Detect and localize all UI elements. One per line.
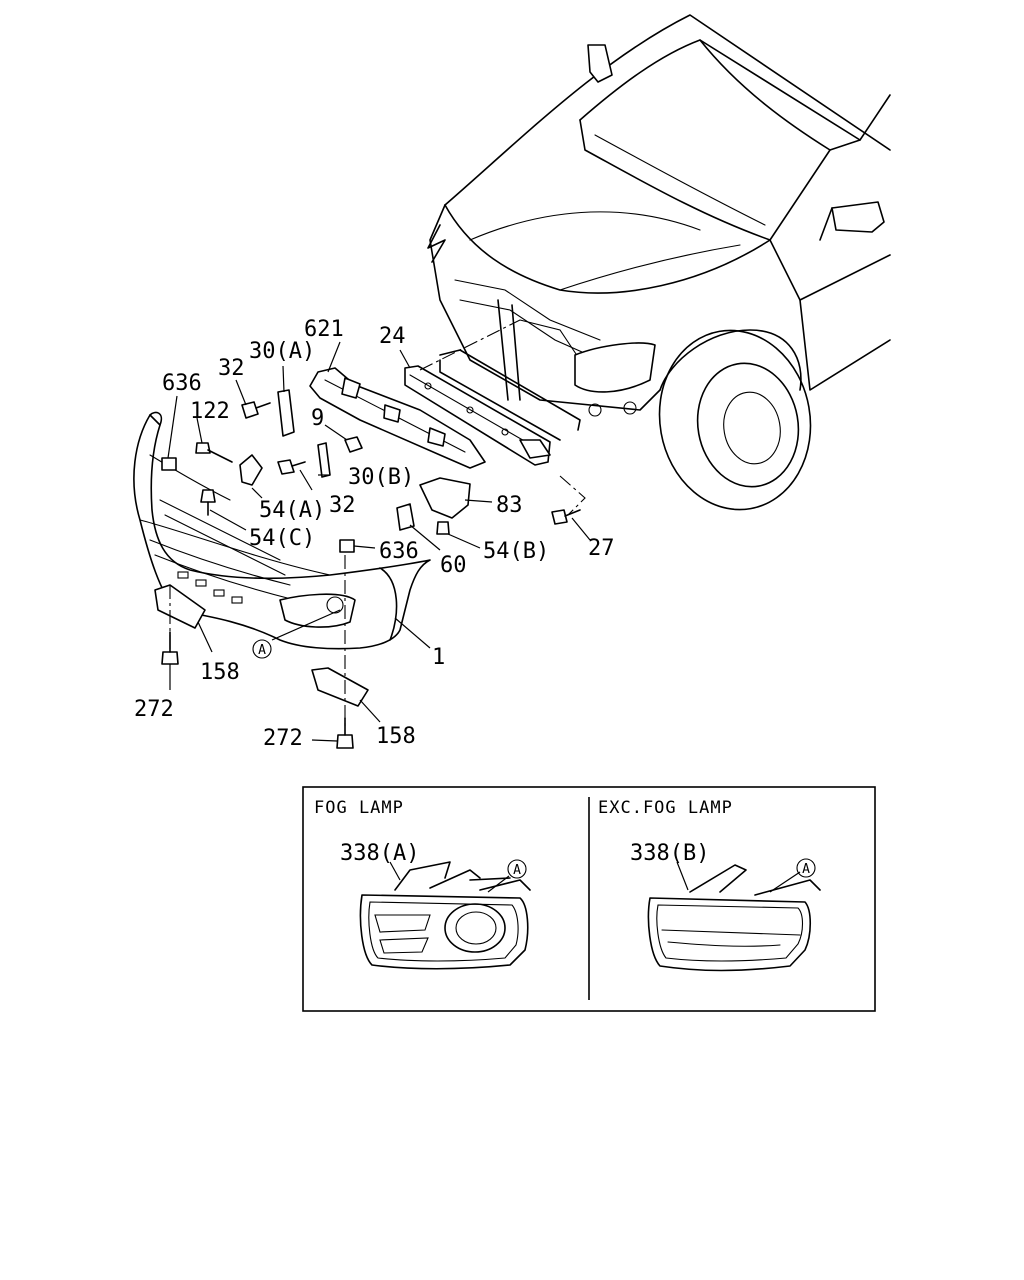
ref-a-label: A [258, 643, 266, 658]
inset-ref-a-left-label: A [513, 863, 521, 878]
callout-621: 621 [304, 317, 344, 342]
callout-60: 60 [440, 553, 467, 578]
inset-left-title: FOG LAMP [314, 798, 404, 818]
callout-9: 9 [311, 406, 324, 431]
callout-158-lower: 158 [376, 724, 416, 749]
ref-circle-a [252, 639, 272, 659]
inset-box: FOG LAMP EXC.FOG LAMP 338(A) 338(B) A [302, 786, 876, 1012]
part-158-deflectors [154, 584, 369, 749]
exc-fog-lamp-bezel: A [647, 858, 821, 972]
callout-636-center: 636 [379, 539, 419, 564]
part-621-absorber [309, 367, 486, 469]
callout-83: 83 [496, 493, 523, 518]
callout-32-upper: 32 [218, 356, 245, 381]
assembly-lines [169, 319, 586, 735]
callout-54b: 54(B) [483, 539, 549, 564]
callout-158-left: 158 [200, 660, 240, 685]
fog-lamp-bezel: A [359, 859, 531, 970]
inset-frame [302, 786, 876, 1012]
callout-636-left: 636 [162, 371, 202, 396]
callout-338b: 338(B) [630, 841, 709, 866]
callout-labels: 621 24 30(A) 32 636 122 9 30(B) 54(A) 32… [134, 317, 615, 751]
callout-30a: 30(A) [249, 339, 315, 364]
callout-30b: 30(B) [348, 465, 414, 490]
fasteners [161, 389, 581, 553]
callout-54a: 54(A) [259, 498, 325, 523]
part-24-reinforcement [404, 365, 551, 466]
callout-338a: 338(A) [340, 841, 419, 866]
inset-right-title: EXC.FOG LAMP [598, 798, 733, 818]
vehicle-outline [427, 14, 891, 511]
callout-1: 1 [432, 645, 445, 670]
callout-122: 122 [190, 399, 230, 424]
inset-ref-a-left [507, 859, 527, 879]
inset-ref-a-right-label: A [802, 862, 810, 877]
callout-27: 27 [588, 536, 615, 561]
inset-ref-a-right [796, 858, 816, 878]
callout-32-mid: 32 [329, 493, 356, 518]
callout-24: 24 [379, 324, 406, 349]
part-1-bumper-face [133, 411, 431, 650]
callout-272-lower: 272 [263, 726, 303, 751]
leader-lines [167, 341, 591, 742]
callout-272-left: 272 [134, 697, 174, 722]
callout-54c: 54(C) [249, 526, 315, 551]
